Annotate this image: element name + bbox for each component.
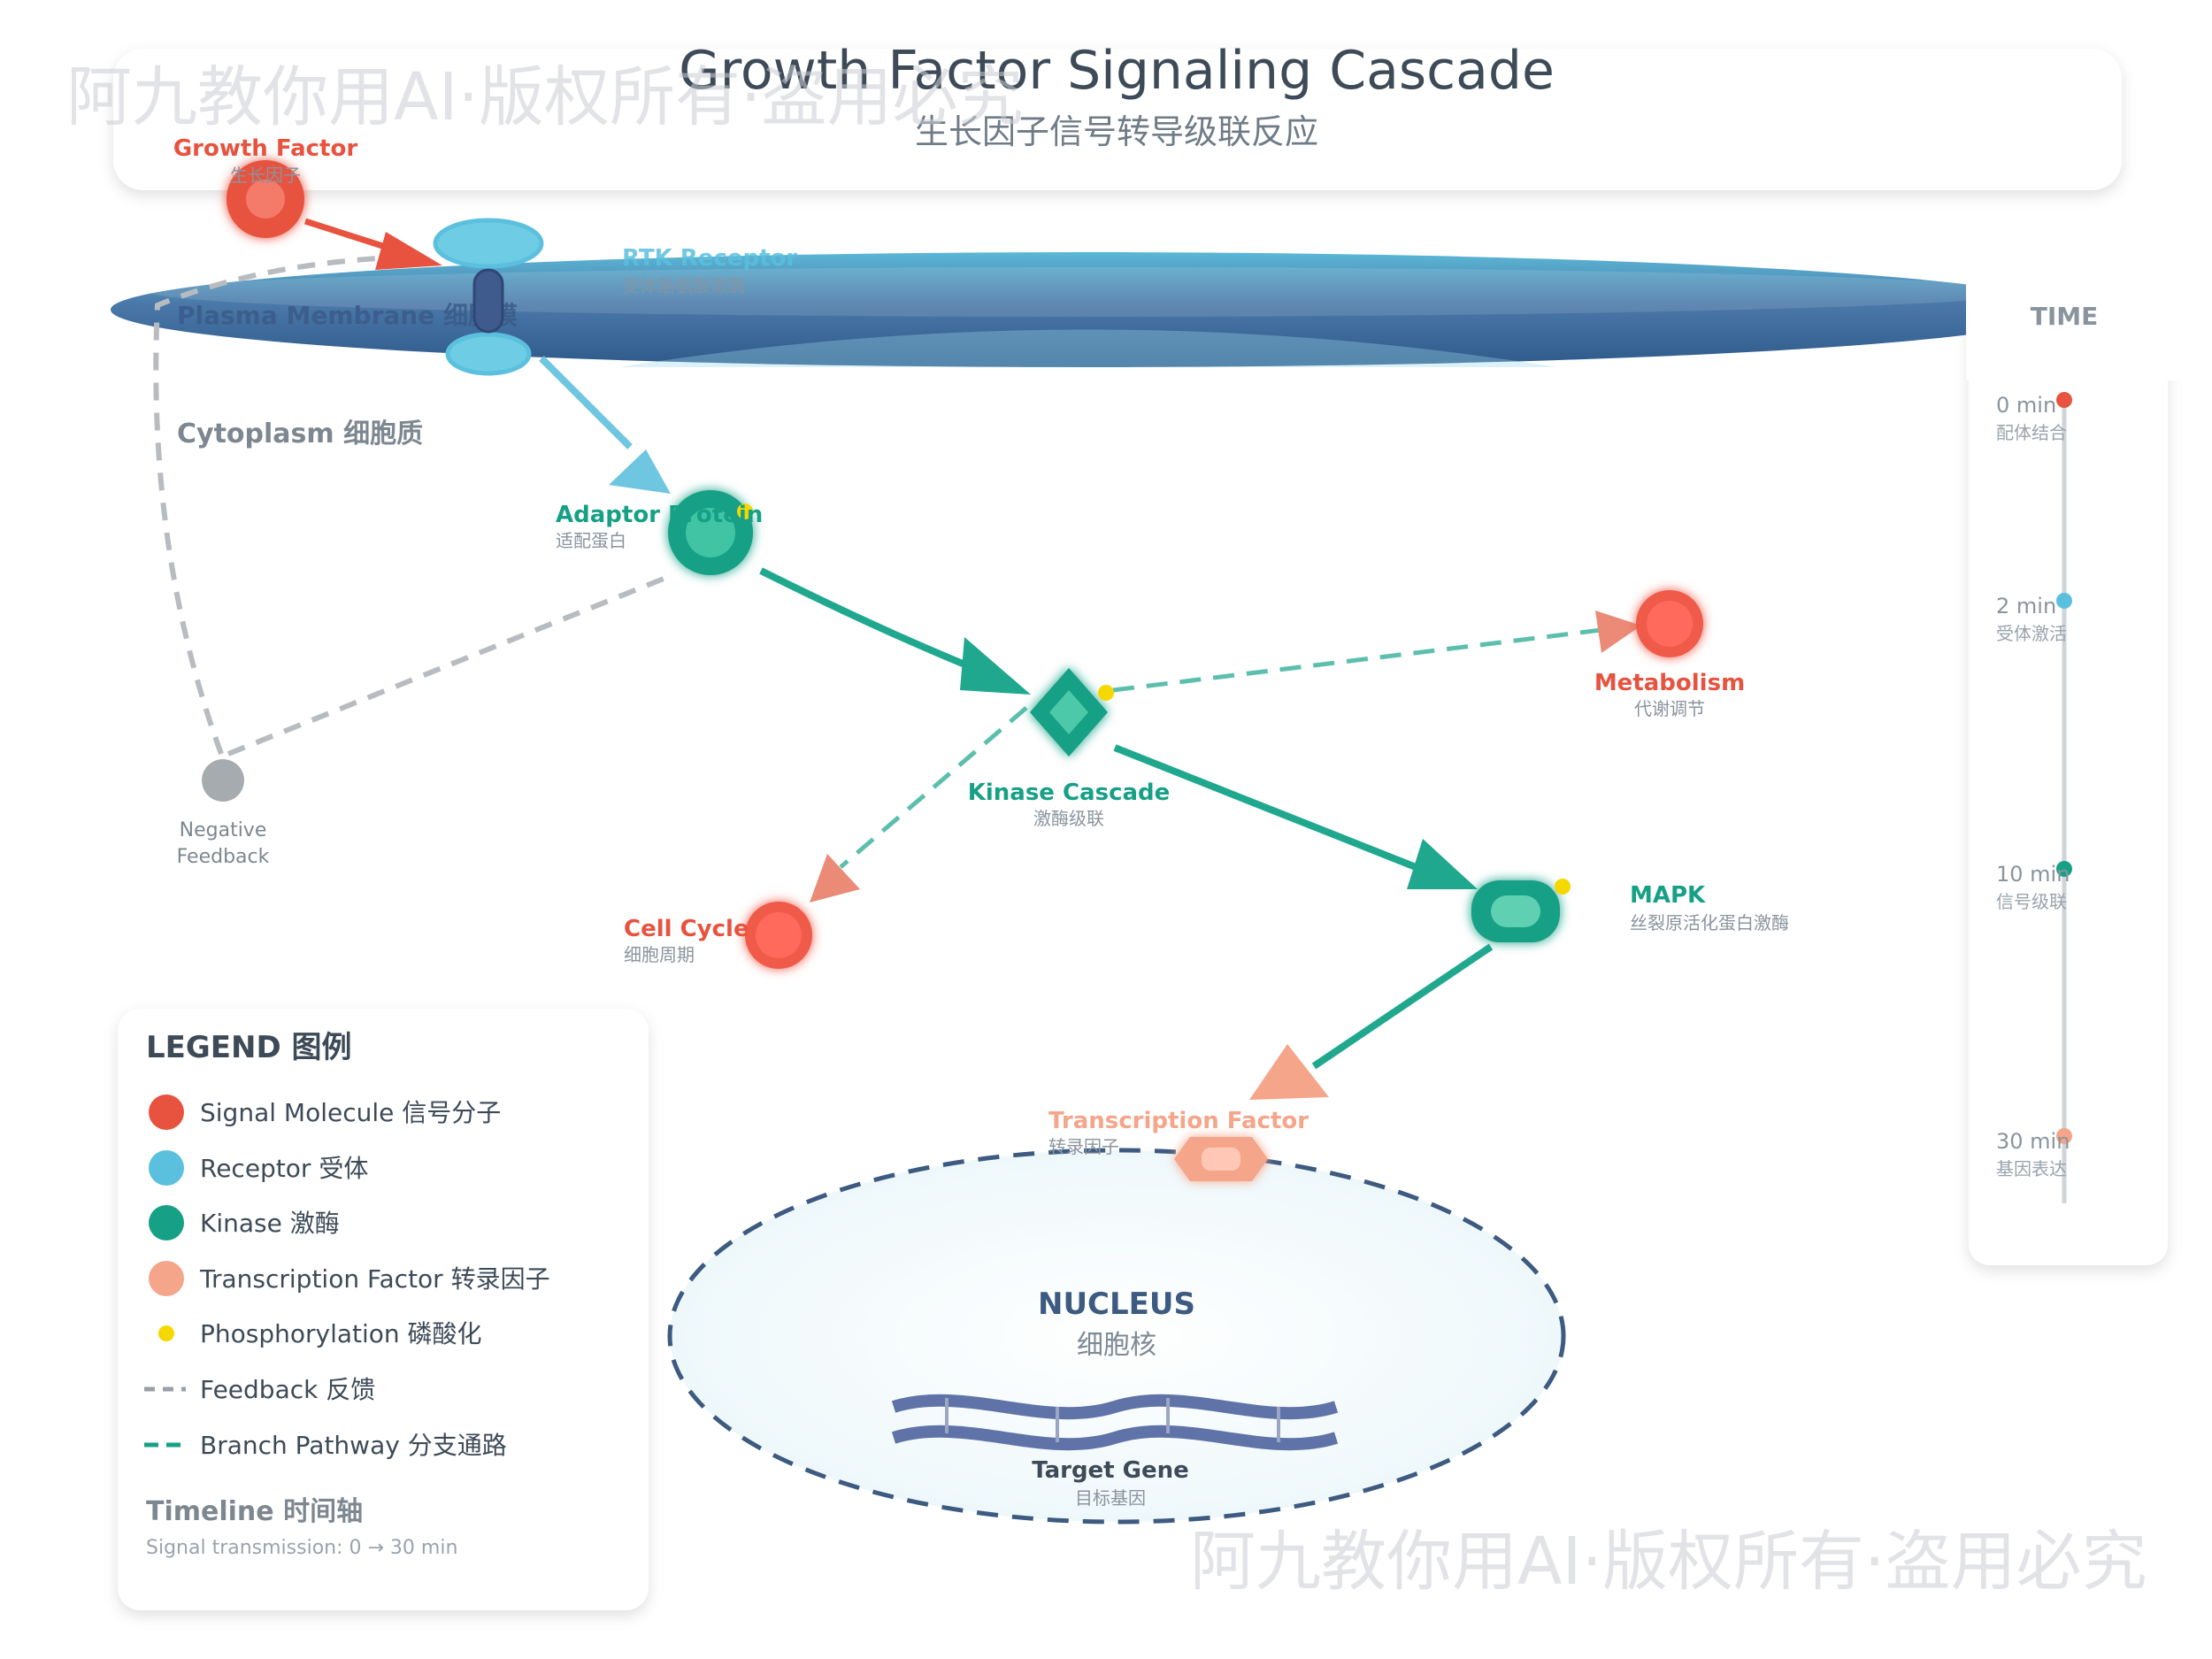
- phosphorylation-dot-adaptor: [737, 503, 753, 519]
- timeline-marker-3: [2056, 1128, 2072, 1144]
- target-gene-label: Target Gene: [1032, 1457, 1189, 1484]
- page-subtitle: 生长因子信号转导级联反应: [915, 112, 1318, 151]
- legend-label-4: Phosphorylation 磷酸化: [200, 1319, 482, 1348]
- timeline-panel: [1969, 283, 2168, 1265]
- legend-item-signal-molecule: Signal Molecule 信号分子: [149, 1094, 501, 1130]
- transcription-factor-label: Transcription Factor: [1048, 1108, 1309, 1134]
- legend-item-receptor: Receptor 受体: [149, 1150, 368, 1186]
- timeline-time-3: 30 min: [1996, 1129, 2070, 1154]
- timeline-time-1: 2 min: [1996, 594, 2056, 618]
- legend-item-branch: Branch Pathway 分支通路: [144, 1431, 507, 1460]
- nucleus: [667, 1148, 1566, 1525]
- timeline-event-1: 2 min 受体激活: [1996, 593, 2072, 644]
- transcription-factor-icon: [149, 1261, 184, 1296]
- timeline-desc-3: 基因表达: [1996, 1158, 2067, 1179]
- rtk-receptor-label: RTK Receptor: [622, 245, 797, 272]
- legend-panel: [118, 1009, 649, 1610]
- nucleus-label: NUCLEUS: [1038, 1286, 1195, 1322]
- timeline-desc-1: 受体激活: [1996, 623, 2067, 644]
- timeline-title: TIME: [2031, 302, 2099, 331]
- mapk-label: MAPK: [1630, 882, 1706, 909]
- rtk-receptor-sublabel: 受体酪氨酸激酶: [622, 275, 746, 296]
- legend-title: LEGEND 图例: [146, 1030, 352, 1065]
- arrow-kinase-to-mapk: [1113, 744, 1478, 889]
- timeline-marker-1: [2056, 593, 2072, 609]
- growth-factor-node[interactable]: [227, 160, 304, 238]
- page-title: Growth Factor Signaling Cascade: [679, 40, 1555, 102]
- legend-label-3: Transcription Factor 转录因子: [199, 1264, 550, 1294]
- timeline-time-0: 0 min: [1996, 393, 2056, 418]
- arrow-growth-factor-to-rtk: [303, 218, 442, 270]
- transcription-factor-node[interactable]: [1174, 1137, 1268, 1181]
- legend-item-kinase: Kinase 激酶: [149, 1205, 340, 1240]
- header-card: [113, 49, 2122, 190]
- arrow-adaptor-to-kinase: [759, 567, 1031, 695]
- dna-helix-icon: [891, 1394, 1339, 1451]
- branch-kinase-to-cell-cycle: [810, 706, 1028, 902]
- timeline-marker-2: [2056, 861, 2072, 877]
- legend-label-2: Kinase 激酶: [200, 1209, 340, 1238]
- cell-cycle-sublabel: 细胞周期: [624, 944, 695, 965]
- signal-molecule-icon: [149, 1094, 184, 1130]
- arrow-mapk-to-transcription: [1249, 943, 1494, 1100]
- timeline-desc-0: 配体结合: [1996, 422, 2067, 443]
- feedback-path-to-adaptor: [227, 572, 674, 757]
- adaptor-protein-sublabel: 适配蛋白: [556, 530, 626, 551]
- legend-item-feedback: Feedback 反馈: [144, 1375, 375, 1404]
- receptor-icon: [149, 1150, 184, 1186]
- nucleus-sublabel: 细胞核: [1077, 1330, 1156, 1361]
- timeline-marker-0: [2056, 392, 2072, 408]
- legend-item-transcription-factor: Transcription Factor 转录因子: [149, 1261, 550, 1296]
- legend-label-0: Signal Molecule 信号分子: [200, 1098, 501, 1127]
- negative-feedback-label-line1: Negative: [180, 819, 267, 841]
- feedback-path-to-membrane: [153, 254, 417, 756]
- negative-feedback-node[interactable]: [202, 759, 244, 802]
- metabolism-sublabel: 代谢调节: [1634, 698, 1705, 719]
- legend-timeline-title: Timeline 时间轴: [146, 1496, 363, 1527]
- legend-label-5: Feedback 反馈: [200, 1375, 375, 1404]
- arrow-rtk-to-adaptor: [539, 356, 671, 494]
- legend-item-phosphorylation: Phosphorylation 磷酸化: [158, 1319, 482, 1348]
- rtk-receptor-node[interactable]: [433, 218, 544, 376]
- mapk-sublabel: 丝裂原活化蛋白激酶: [1630, 912, 1789, 933]
- branch-kinase-to-metabolism: [1112, 611, 1641, 693]
- adaptor-protein-label: Adaptor Protein: [556, 502, 763, 528]
- cytoplasm-label: Cytoplasm 细胞质: [177, 419, 423, 449]
- cell-cycle-node[interactable]: [745, 902, 812, 969]
- timeline-event-0: 0 min 配体结合: [1996, 392, 2072, 443]
- plasma-membrane: [111, 239, 2212, 380]
- watermark-bottom: 阿九教你用AI·版权所有·盗用必究: [1190, 1524, 2147, 1600]
- timeline-event-2: 10 min 信号级联: [1996, 861, 2072, 912]
- cell-cycle-label: Cell Cycle: [624, 916, 749, 942]
- phosphorylation-dot-kinase: [1098, 685, 1114, 701]
- membrane-label: Plasma Membrane 细胞膜: [177, 301, 518, 330]
- kinase-icon: [149, 1205, 184, 1240]
- negative-feedback-label-line2: Feedback: [177, 846, 270, 868]
- metabolism-node[interactable]: [1636, 590, 1703, 657]
- kinase-cascade-label: Kinase Cascade: [968, 780, 1171, 806]
- transcription-factor-sublabel: 转录因子: [1048, 1136, 1119, 1157]
- target-gene-sublabel: 目标基因: [1075, 1487, 1146, 1509]
- phosphorylation-icon: [158, 1325, 174, 1341]
- legend-label-6: Branch Pathway 分支通路: [200, 1431, 507, 1460]
- watermark-top: 阿九教你用AI·版权所有·盗用必究: [66, 59, 1024, 135]
- timeline-desc-2: 信号级联: [1996, 891, 2067, 912]
- metabolism-label: Metabolism: [1594, 670, 1745, 696]
- legend-timeline-note: Signal transmission: 0 → 30 min: [146, 1537, 457, 1559]
- adaptor-protein-node[interactable]: [668, 490, 753, 575]
- timeline-time-2: 10 min: [1996, 862, 2070, 887]
- kinase-cascade-sublabel: 激酶级联: [1033, 808, 1104, 829]
- mapk-node[interactable]: [1471, 880, 1560, 942]
- legend-label-1: Receptor 受体: [200, 1154, 368, 1183]
- growth-factor-sublabel: 生长因子: [230, 165, 301, 186]
- growth-factor-label: Growth Factor: [173, 135, 358, 162]
- phosphorylation-dot-mapk: [1555, 879, 1571, 895]
- kinase-cascade-node[interactable]: [1030, 668, 1108, 757]
- timeline-event-3: 30 min 基因表达: [1996, 1128, 2072, 1179]
